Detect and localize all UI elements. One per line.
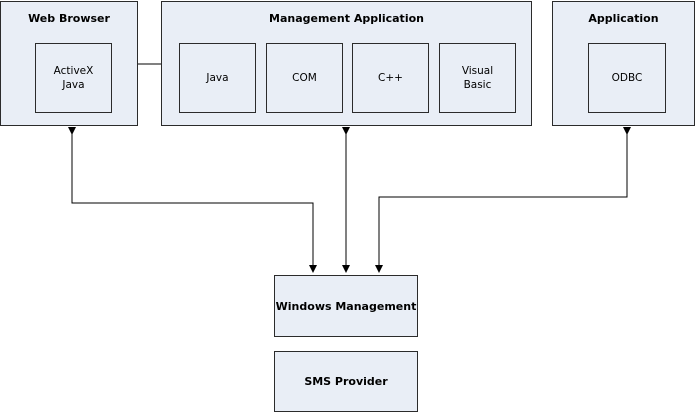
odbc-box: ODBC [588,43,666,113]
visual-basic-component-box: Visual Basic [439,43,516,113]
browser-wmi-arrow [68,127,317,273]
application-title: Application [588,12,659,25]
windows-management-box: Windows Management [274,275,418,337]
web-browser-box: Web Browser ActiveX Java [0,1,138,126]
web-browser-title: Web Browser [28,12,110,25]
activex-java-box: ActiveX Java [35,43,112,113]
application-wmi-arrow [375,127,631,273]
sms-provider-box: SMS Provider [274,351,418,412]
application-box: Application ODBC [552,1,695,126]
java-component-box: Java [179,43,256,113]
com-component-box: COM [266,43,343,113]
management-application-box: Management Application Java COM C++ Visu… [161,1,532,126]
cpp-component-box: C++ [352,43,429,113]
management-application-title: Management Application [269,12,424,25]
